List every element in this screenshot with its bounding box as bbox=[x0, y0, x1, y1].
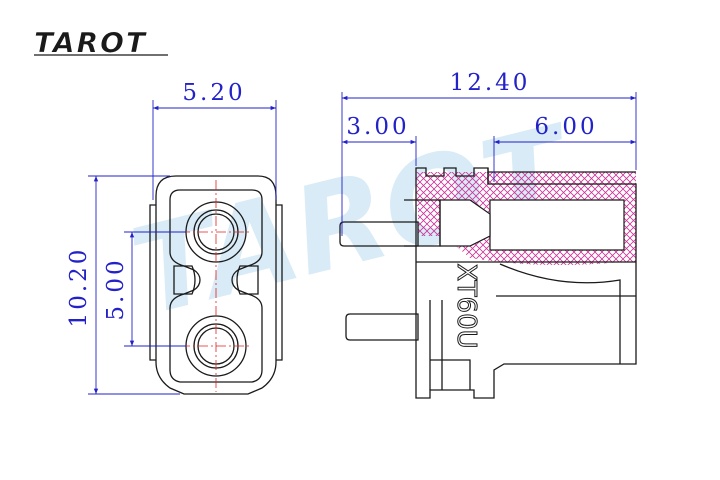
side-bottom-latch bbox=[430, 359, 471, 390]
side-pin-bottom bbox=[345, 313, 419, 341]
side-bottom-inner bbox=[499, 263, 621, 364]
front-mid-slot-right bbox=[236, 265, 259, 295]
side-pin-shoulder bbox=[404, 199, 441, 247]
total-length-label: 12.40 bbox=[450, 70, 531, 96]
width-dim-label: 5.20 bbox=[182, 80, 245, 106]
logo-text: TAROT bbox=[34, 26, 147, 59]
front-left-ledge bbox=[149, 204, 156, 361]
front-housing-outline bbox=[155, 175, 277, 395]
pitch-dim-label: 5.00 bbox=[103, 257, 129, 320]
front-mid-slot-left bbox=[173, 265, 196, 295]
front-right-ledge bbox=[276, 204, 283, 361]
side-dimensions bbox=[341, 92, 637, 236]
front-dimensions bbox=[88, 100, 277, 395]
part-marking: XT60U bbox=[451, 263, 481, 348]
side-view bbox=[339, 167, 637, 399]
pin-length-label: 3.00 bbox=[346, 114, 409, 140]
socket-bore bbox=[489, 199, 625, 251]
side-section bbox=[416, 172, 636, 265]
tarot-logo: TAROT bbox=[34, 26, 168, 59]
side-bottom-outline bbox=[415, 262, 637, 399]
socket-depth-label: 6.00 bbox=[534, 114, 597, 140]
height-dim-label: 10.20 bbox=[66, 247, 92, 328]
front-centerlines bbox=[180, 180, 252, 392]
